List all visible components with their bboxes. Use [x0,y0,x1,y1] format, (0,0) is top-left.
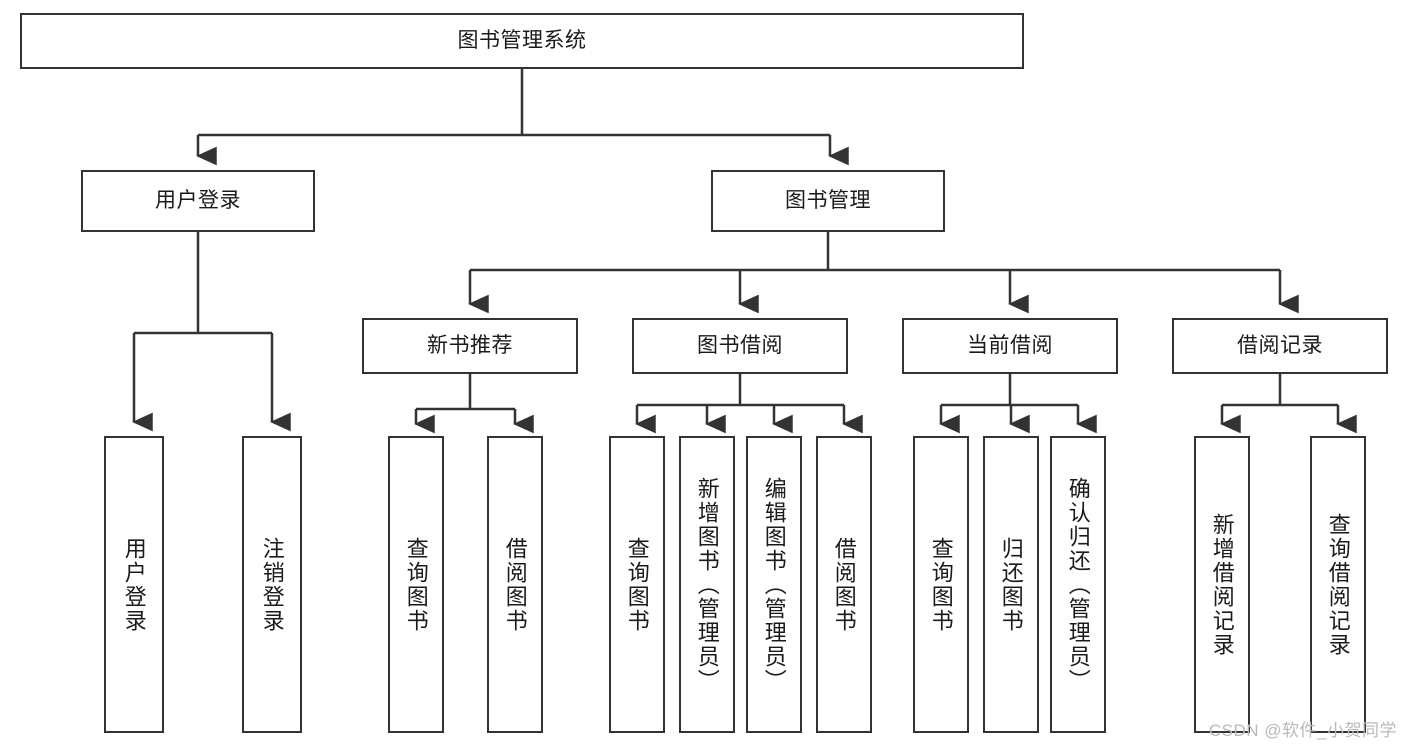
node-label: 新增借阅记录 [1209,512,1235,657]
node-root[interactable]: 图书管理系统 [20,13,1024,69]
node-user-logout[interactable]: 注销登录 [242,436,302,733]
node-label: 确认归还（管理员） [1065,476,1091,693]
node-new-book-rec[interactable]: 新书推荐 [362,318,578,374]
node-user-login[interactable]: 用户登录 [81,170,315,232]
node-label: 新书推荐 [427,333,513,357]
node-label: 新增图书（管理员） [694,476,720,693]
node-book-borrow[interactable]: 图书借阅 [632,318,848,374]
node-book-manage[interactable]: 图书管理 [711,170,945,232]
node-label: 当前借阅 [967,333,1053,357]
node-label: 图书管理 [785,188,871,212]
node-edit-book[interactable]: 编辑图书（管理员） [746,436,802,733]
node-label: 借阅记录 [1237,333,1323,357]
node-label: 用户登录 [121,536,147,633]
node-borrow-record[interactable]: 借阅记录 [1172,318,1388,374]
node-label: 注销登录 [259,536,285,633]
node-label: 用户登录 [155,188,241,212]
node-return-book[interactable]: 归还图书 [983,436,1039,733]
node-query-book-1[interactable]: 查询图书 [388,436,444,733]
node-label: 查询图书 [928,536,954,633]
node-label: 借阅图书 [502,536,528,633]
node-label: 借阅图书 [831,536,857,633]
node-add-book[interactable]: 新增图书（管理员） [679,436,735,733]
node-label: 归还图书 [998,536,1024,633]
node-label: 图书管理系统 [457,28,587,52]
node-borrow-book-1[interactable]: 借阅图书 [487,436,543,733]
node-user-login-do[interactable]: 用户登录 [104,436,164,733]
node-query-book-3[interactable]: 查询图书 [913,436,969,733]
node-label: 查询图书 [624,536,650,633]
node-label: 查询图书 [403,536,429,633]
node-label: 编辑图书（管理员） [761,476,787,693]
node-query-borrow-record[interactable]: 查询借阅记录 [1310,436,1366,733]
node-label: 查询借阅记录 [1325,512,1351,657]
node-label: 图书借阅 [697,333,783,357]
watermark: CSDN @软件_小贺同学 [1208,721,1397,740]
node-current-borrow[interactable]: 当前借阅 [902,318,1118,374]
node-borrow-book-2[interactable]: 借阅图书 [816,436,872,733]
node-add-borrow-record[interactable]: 新增借阅记录 [1194,436,1250,733]
node-query-book-2[interactable]: 查询图书 [609,436,665,733]
node-confirm-return[interactable]: 确认归还（管理员） [1050,436,1106,733]
